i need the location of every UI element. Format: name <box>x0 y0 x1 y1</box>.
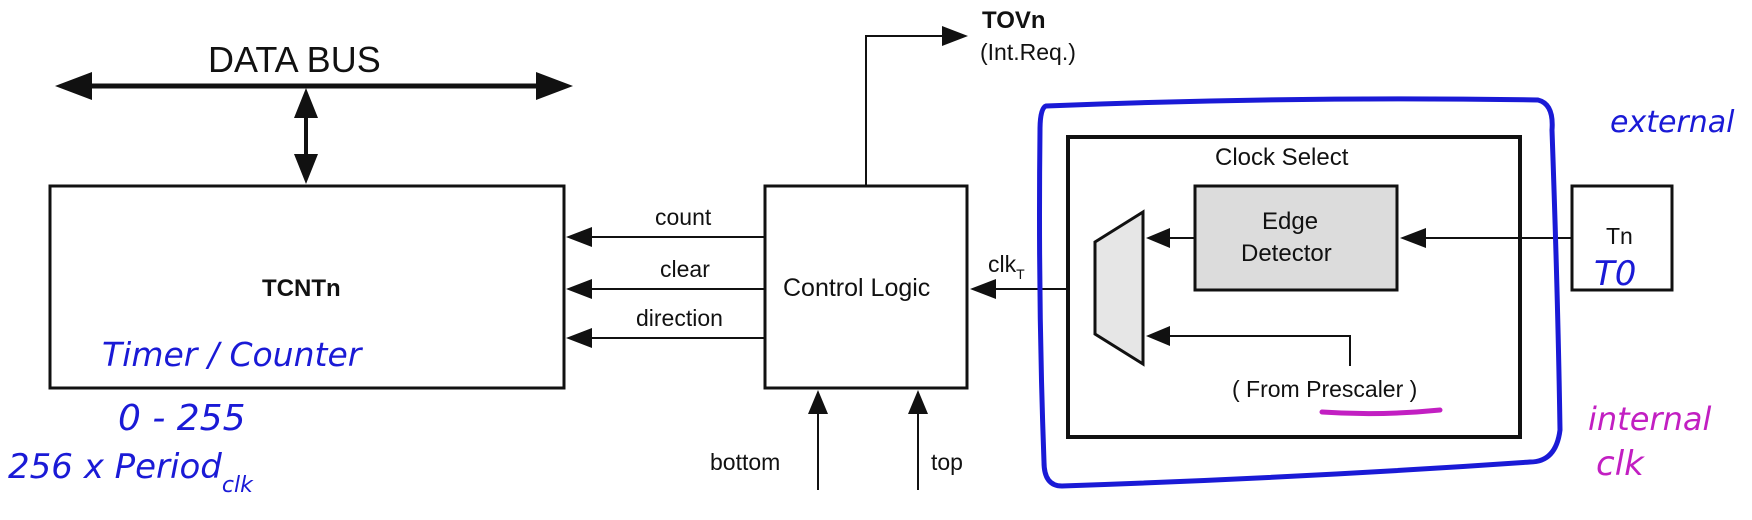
internal-annotation: internal <box>1588 400 1711 438</box>
top-label: top <box>931 449 963 475</box>
prescaler-word: Prescaler <box>1306 376 1403 402</box>
prescaler-open: ( From <box>1232 376 1306 402</box>
bus-tcnt-arrow <box>294 88 318 184</box>
edge-to-mux-arrow <box>1146 228 1195 248</box>
mux-shape <box>1093 209 1145 367</box>
blue-hand-enclosure <box>1037 96 1563 489</box>
period-subscript: clk <box>222 473 254 498</box>
tcnt-block <box>48 184 566 390</box>
tcnt-label: TCNTn <box>262 275 341 302</box>
bottom-label: bottom <box>710 449 780 475</box>
data-bus-arrow <box>55 72 573 100</box>
tn-to-edge-arrow <box>1400 228 1572 248</box>
control-logic-block <box>763 184 969 390</box>
tov-sublabel: (Int.Req.) <box>980 39 1076 65</box>
tov-label: TOVn <box>982 7 1046 34</box>
prescaler-close: ) <box>1403 376 1417 402</box>
clk-subscript: T <box>1016 266 1025 282</box>
clk-label: clkT <box>988 251 1025 282</box>
direction-label: direction <box>636 305 723 331</box>
t0-annotation: T0 <box>1594 254 1636 294</box>
range-annotation: 0 - 255 <box>118 398 246 439</box>
prescaler-to-mux-arrow <box>1146 326 1351 366</box>
tn-block <box>1570 184 1674 292</box>
timer-counter-annotation: Timer / Counter <box>102 335 364 374</box>
signal-arrows <box>566 227 765 348</box>
prescaler-underline <box>1319 407 1443 417</box>
clock-select-label: Clock Select <box>1215 144 1349 171</box>
count-label: count <box>655 204 712 230</box>
period-main: 256 x Period <box>8 447 222 487</box>
edge-label-line2: Detector <box>1241 240 1332 267</box>
control-logic-label: Control Logic <box>783 274 930 302</box>
prescaler-label: ( From Prescaler ) <box>1232 376 1417 402</box>
edge-label-line1: Edge <box>1262 208 1318 235</box>
data-bus-label: DATA BUS <box>208 39 381 80</box>
tov-arrow <box>865 26 968 186</box>
edge-detector-block <box>1193 184 1399 292</box>
clk-main: clk <box>988 251 1017 277</box>
external-annotation: external <box>1610 105 1735 140</box>
period-annotation: 256 x Periodclk <box>8 447 254 498</box>
clk-annotation: clk <box>1596 444 1645 484</box>
tn-label: Tn <box>1606 223 1633 249</box>
clear-label: clear <box>660 256 710 282</box>
bottom-top-arrows <box>808 390 928 490</box>
